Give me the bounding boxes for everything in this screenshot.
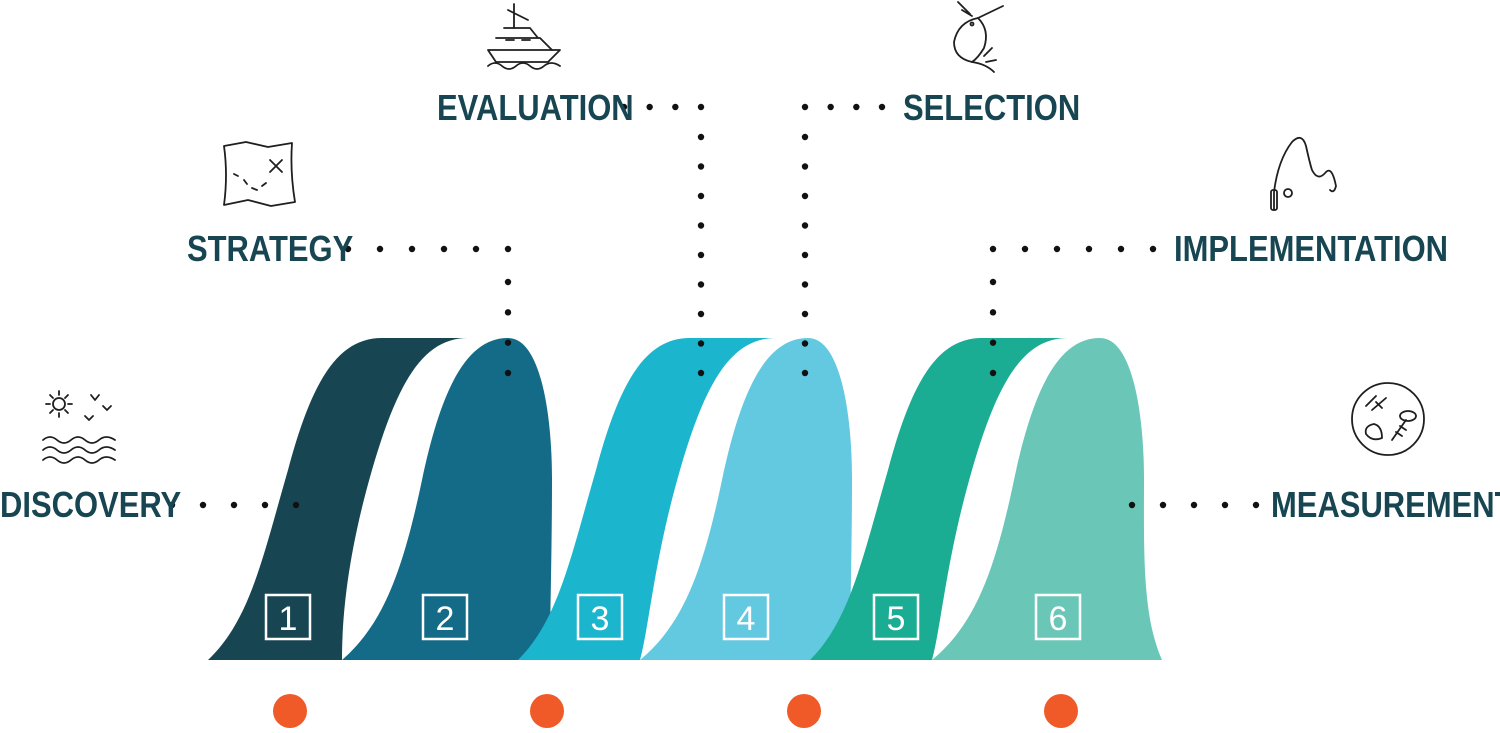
swordfish-icon xyxy=(953,1,1004,73)
wave-ribbons xyxy=(208,338,1162,660)
step-number-6: 6 xyxy=(1034,593,1082,641)
connector-evaluation-h xyxy=(620,103,705,111)
connector-selection-v xyxy=(801,133,809,377)
label-evaluation: EVALUATION xyxy=(437,87,634,128)
step-number-4: 4 xyxy=(722,593,770,641)
label-measurement: MEASUREMENT xyxy=(1271,484,1500,525)
orange-marker xyxy=(1044,694,1078,728)
connector-strategy-v xyxy=(504,278,512,377)
fish-bones-plate-icon xyxy=(1351,382,1425,456)
orange-marker xyxy=(273,694,307,728)
sun-birds-waves-icon xyxy=(42,390,116,464)
step-number-3: 3 xyxy=(576,593,624,641)
connector-implementation-h xyxy=(989,245,1157,253)
step-number-2: 2 xyxy=(421,593,469,641)
connector-measurement xyxy=(1128,501,1260,509)
step-numbers: 1 2 3 4 5 6 xyxy=(264,593,1082,641)
orange-marker xyxy=(530,694,564,728)
orange-markers xyxy=(273,694,1078,728)
label-implementation: IMPLEMENTATION xyxy=(1174,228,1449,269)
svg-text:2: 2 xyxy=(436,600,455,638)
connector-selection-h xyxy=(801,103,886,111)
wave-band-4 xyxy=(640,338,852,660)
connector-strategy-h xyxy=(344,245,512,253)
wave-band-6 xyxy=(932,338,1162,660)
label-selection: SELECTION xyxy=(903,87,1081,128)
svg-text:3: 3 xyxy=(591,600,610,638)
yacht-icon xyxy=(487,3,561,70)
connector-implementation-v xyxy=(989,278,997,377)
wave-band-2 xyxy=(342,338,552,660)
svg-text:1: 1 xyxy=(279,600,298,638)
wave-band-3 xyxy=(518,338,776,660)
label-discovery: DISCOVERY xyxy=(0,484,182,525)
wave-band-1 xyxy=(208,338,468,660)
connector-discovery xyxy=(168,501,300,509)
connector-evaluation-v xyxy=(697,133,705,377)
orange-marker xyxy=(787,694,821,728)
wave-band-5 xyxy=(810,338,1068,660)
step-number-1: 1 xyxy=(264,593,312,641)
fishing-rod-icon xyxy=(1270,136,1337,211)
treasure-map-icon xyxy=(223,141,296,207)
label-strategy: STRATEGY xyxy=(187,228,354,269)
dotted-connectors xyxy=(168,103,1260,509)
svg-text:4: 4 xyxy=(737,600,756,638)
svg-text:5: 5 xyxy=(887,600,906,638)
step-number-5: 5 xyxy=(872,593,920,641)
svg-text:6: 6 xyxy=(1049,600,1068,638)
